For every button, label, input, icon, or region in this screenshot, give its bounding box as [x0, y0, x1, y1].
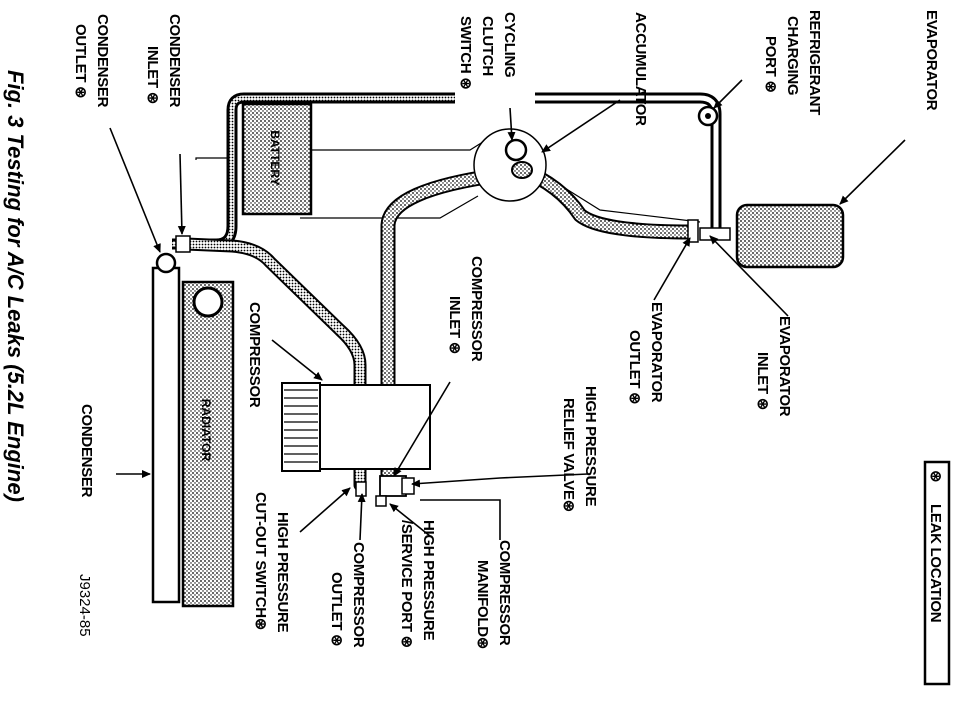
- figure-caption: Fig. 3 Testing for A/C Leaks (5.2L Engin…: [3, 70, 28, 502]
- leader-arrows: [109, 79, 906, 541]
- label-hp-service-port-2: /SERVICE PORT ⊛: [398, 520, 415, 648]
- label-cycling-clutch-switch-3: SWITCH ⊛: [457, 16, 474, 90]
- battery-label: BATTERY: [268, 130, 282, 185]
- label-refrigerant-port-3: PORT ⊛: [762, 36, 779, 93]
- labels: EVAPORATOR REFRIGERANT CHARGING PORT ⊛ A…: [3, 10, 940, 649]
- label-compressor: COMPRESSOR: [246, 302, 263, 408]
- label-hp-service-port: HIGH PRESSURE: [420, 520, 437, 641]
- label-compressor-inlet-2: INLET ⊛: [446, 296, 463, 354]
- label-condenser-inlet-2: INLET ⊛: [144, 46, 161, 104]
- label-hp-cutout-switch-2: CUT-OUT SWITCH⊛: [252, 492, 269, 630]
- battery: BATTERY: [241, 102, 313, 216]
- label-evaporator-outlet: EVAPORATOR: [648, 302, 665, 403]
- accumulator: [473, 128, 547, 202]
- label-compressor-outlet-2: OUTLET ⊛: [328, 572, 345, 646]
- label-condenser-outlet: CONDENSER: [94, 14, 111, 108]
- legend-symbol: ⊛: [927, 470, 944, 482]
- suction-hose: [380, 162, 698, 486]
- condenser: [151, 252, 181, 604]
- legend-text: LEAK LOCATION: [927, 504, 944, 622]
- figure-code: J9324-85: [76, 574, 93, 637]
- label-compressor-inlet: COMPRESSOR: [468, 256, 485, 362]
- condenser-inlet-fitting: [175, 235, 191, 253]
- label-evaporator-inlet-2: INLET ⊛: [754, 352, 771, 410]
- evaporator: [687, 203, 845, 269]
- label-evaporator: EVAPORATOR: [923, 10, 940, 111]
- charging-port: [697, 105, 719, 127]
- compressor: [281, 382, 431, 507]
- label-compressor-manifold-2: MANIFOLD⊛: [474, 560, 491, 649]
- label-hp-relief-valve: HIGH PRESSURE: [582, 386, 599, 507]
- label-hp-cutout-switch: HIGH PRESSURE: [274, 512, 291, 633]
- discharge-hose: [179, 237, 367, 492]
- label-accumulator: ACCUMULATOR: [632, 12, 649, 126]
- label-condenser-outlet-2: OUTLET ⊛: [72, 24, 89, 98]
- label-evaporator-inlet: EVAPORATOR: [776, 316, 793, 417]
- label-compressor-manifold: COMPRESSOR: [496, 540, 513, 646]
- radiator: RADIATOR: [181, 280, 235, 608]
- radiator-label: RADIATOR: [199, 399, 213, 462]
- label-condenser-inlet: CONDENSER: [166, 14, 183, 108]
- label-cycling-clutch-switch: CYCLING: [501, 12, 518, 77]
- label-refrigerant-port-2: CHARGING: [784, 16, 801, 95]
- label-compressor-outlet: COMPRESSOR: [350, 542, 367, 648]
- label-evaporator-outlet-2: OUTLET ⊛: [626, 330, 643, 404]
- label-cycling-clutch-switch-2: CLUTCH: [479, 16, 496, 76]
- label-hp-relief-valve-2: RELIEF VALVE⊛: [560, 398, 577, 512]
- label-condenser: CONDENSER: [78, 404, 95, 498]
- legend-box: ⊛ LEAK LOCATION: [923, 460, 951, 686]
- label-refrigerant-port: REFRIGERANT: [806, 10, 823, 115]
